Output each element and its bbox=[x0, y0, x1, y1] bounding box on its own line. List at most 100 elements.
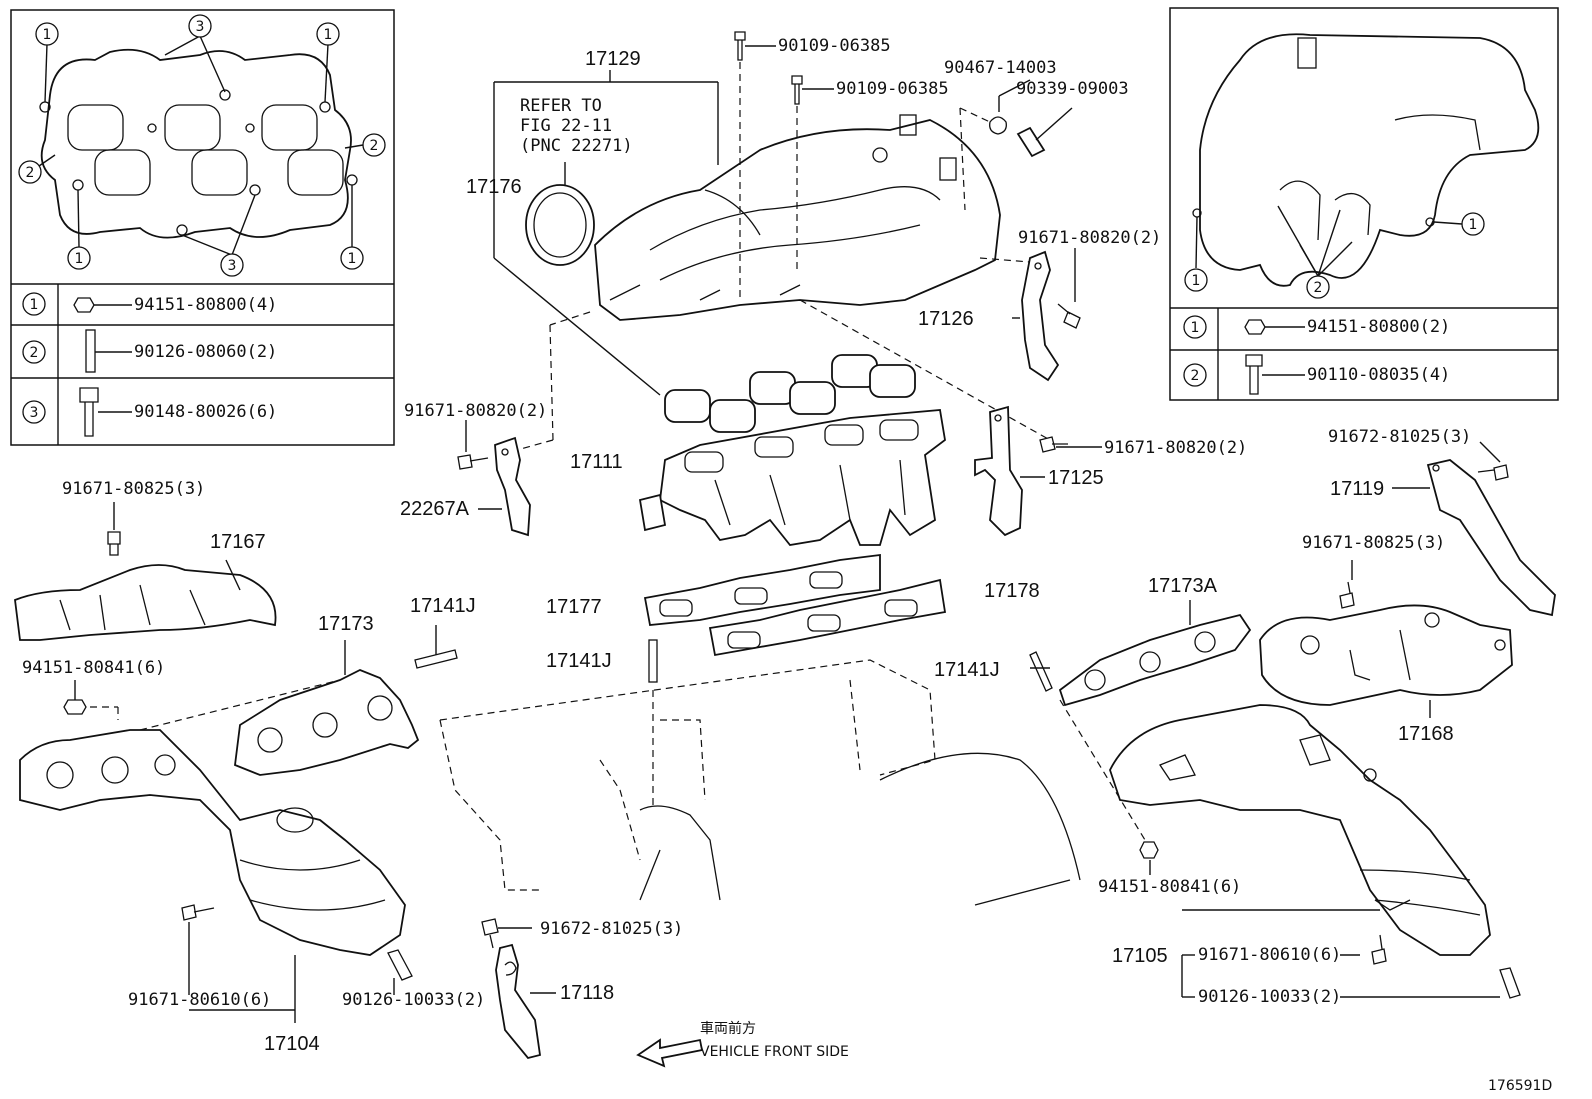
svg-text:1: 1 bbox=[348, 251, 357, 267]
gasket-upper-rings bbox=[664, 354, 916, 433]
bolt-icon bbox=[457, 454, 489, 470]
bolt-icon bbox=[1245, 354, 1263, 395]
gasket-17178 bbox=[708, 578, 947, 657]
vehicle-front-arrow bbox=[636, 1038, 704, 1068]
intake-gasket-drawing bbox=[39, 48, 358, 239]
svg-text:2: 2 bbox=[1314, 280, 1323, 296]
stud-17141J-center bbox=[648, 639, 658, 810]
bracket-17118 bbox=[481, 918, 556, 1060]
svg-text:2: 2 bbox=[30, 345, 39, 361]
svg-text:90148-80026(6): 90148-80026(6) bbox=[134, 402, 277, 422]
right-legend-row-1: 1 94151-80800(2) bbox=[1183, 315, 1450, 339]
left-legend-row-2: 2 90126-08060(2) bbox=[22, 329, 277, 373]
exhaust-manifold-17105 bbox=[1109, 704, 1521, 999]
direction-labels: 車両前方 VEHICLE FRONT SIDE bbox=[700, 1020, 849, 1060]
label-17167: 17167 bbox=[210, 531, 266, 553]
label-17141J-b: 17141J bbox=[546, 650, 612, 672]
label-22267A: 22267A bbox=[400, 498, 470, 520]
label-90339-09003: 90339-09003 bbox=[1016, 79, 1129, 99]
bracket-17125 bbox=[974, 405, 1102, 537]
nut-94151-left bbox=[63, 676, 353, 731]
svg-text:FIG 22-11: FIG 22-11 bbox=[520, 116, 612, 136]
label-91672-81025-b: 91672-81025(3) bbox=[540, 919, 683, 939]
svg-text:90126-08060(2): 90126-08060(2) bbox=[134, 342, 277, 362]
label-17126: 17126 bbox=[918, 308, 974, 330]
svg-text:1: 1 bbox=[75, 251, 84, 267]
bolt-icon bbox=[1339, 581, 1355, 609]
left-inset: 1 1 1 1 2 2 3 3 bbox=[10, 9, 395, 446]
nut-icon bbox=[1244, 319, 1266, 335]
stud-17141J-right bbox=[1029, 651, 1053, 692]
top-bolts bbox=[734, 31, 1073, 300]
throttle-gasket-17176 bbox=[525, 184, 595, 266]
stud-17141J-left bbox=[414, 625, 458, 669]
exhaust-gasket-17173 bbox=[234, 640, 420, 776]
label-91671-80825-a: 91671-80825(3) bbox=[62, 479, 205, 499]
label-17178: 17178 bbox=[984, 580, 1040, 602]
label-17104: 17104 bbox=[264, 1033, 320, 1055]
svg-text:94151-80800(4): 94151-80800(4) bbox=[134, 295, 277, 315]
label-17168: 17168 bbox=[1398, 723, 1454, 745]
left-inset-callouts: 1 1 1 1 2 2 3 3 bbox=[18, 14, 386, 277]
nut-icon bbox=[63, 699, 87, 715]
svg-text:2: 2 bbox=[26, 165, 35, 181]
heat-insulator-17168 bbox=[1259, 560, 1513, 718]
bracket-22267A bbox=[457, 420, 531, 537]
bolt-icon bbox=[181, 904, 215, 921]
svg-text:1: 1 bbox=[1469, 217, 1478, 233]
label-17105: 17105 bbox=[1112, 945, 1168, 967]
bolt-icon bbox=[791, 75, 803, 105]
label-91671-80825-b: 91671-80825(3) bbox=[1302, 533, 1445, 553]
label-17176: 17176 bbox=[466, 176, 522, 198]
svg-text:REFER TO: REFER TO bbox=[520, 96, 602, 116]
label-17125: 17125 bbox=[1048, 467, 1104, 489]
direction-jp: 車両前方 bbox=[700, 1020, 756, 1037]
right-inset-callouts: 1 1 2 bbox=[1184, 205, 1485, 299]
label-91671-80610-a: 91671-80610(6) bbox=[128, 990, 271, 1010]
label-17118: 17118 bbox=[560, 982, 614, 1004]
bolt-icon bbox=[79, 387, 99, 437]
label-91671-80820-b: 91671-80820(2) bbox=[404, 401, 547, 421]
svg-text:1: 1 bbox=[30, 297, 39, 313]
bolt-icon bbox=[107, 531, 121, 556]
stud-icon bbox=[85, 329, 96, 373]
label-17111: 17111 bbox=[570, 451, 623, 473]
svg-text:1: 1 bbox=[43, 27, 52, 43]
svg-text:3: 3 bbox=[30, 405, 39, 421]
label-90126-10033-a: 90126-10033(2) bbox=[342, 990, 485, 1010]
heat-insulator-17167 bbox=[14, 502, 277, 641]
bracket-17126 bbox=[979, 248, 1081, 382]
clamp-icon bbox=[989, 116, 1007, 135]
svg-text:3: 3 bbox=[228, 258, 237, 274]
label-91671-80820-c: 91671-80820(2) bbox=[1104, 438, 1247, 458]
label-94151-80841-a: 94151-80841(6) bbox=[22, 658, 165, 678]
refer-callout: REFER TO FIG 22-11 (PNC 22271) bbox=[493, 70, 719, 396]
label-17177: 17177 bbox=[546, 596, 602, 618]
bolt-icon bbox=[1039, 436, 1068, 453]
svg-text:2: 2 bbox=[370, 138, 379, 154]
label-91671-80610-b: 91671-80610(6) bbox=[1198, 945, 1341, 965]
bracket-17119 bbox=[1392, 441, 1556, 617]
label-17141J-a: 17141J bbox=[410, 595, 476, 617]
svg-text:(PNC 22271): (PNC 22271) bbox=[520, 136, 633, 156]
svg-text:3: 3 bbox=[196, 19, 205, 35]
bolt-icon bbox=[1477, 464, 1509, 481]
figure-id: 176591D bbox=[1488, 1078, 1552, 1094]
engine-block-outline bbox=[439, 659, 1081, 906]
nut-icon bbox=[1139, 841, 1159, 859]
label-17141J-c: 17141J bbox=[934, 659, 1000, 681]
label-17119: 17119 bbox=[1330, 478, 1384, 500]
svg-text:1: 1 bbox=[1191, 320, 1200, 336]
bolt-icon bbox=[481, 918, 499, 949]
svg-text:94151-80800(2): 94151-80800(2) bbox=[1307, 317, 1450, 337]
bolt-icon bbox=[1057, 303, 1081, 329]
label-94151-80841-b: 94151-80841(6) bbox=[1098, 877, 1241, 897]
nut-icon bbox=[73, 297, 95, 313]
part-labels: 17129 17176 90109-06385 90109-06385 9046… bbox=[22, 36, 1471, 1055]
svg-text:1: 1 bbox=[324, 27, 333, 43]
bolt-icon bbox=[1371, 934, 1387, 965]
label-17173A: 17173A bbox=[1148, 575, 1218, 597]
exhaust-gasket-17173A bbox=[1058, 600, 1252, 841]
right-inset: 1 1 2 1 94151-80800(2) 2 90110-08035(4) bbox=[1169, 7, 1559, 401]
svg-text:2: 2 bbox=[1191, 368, 1200, 384]
